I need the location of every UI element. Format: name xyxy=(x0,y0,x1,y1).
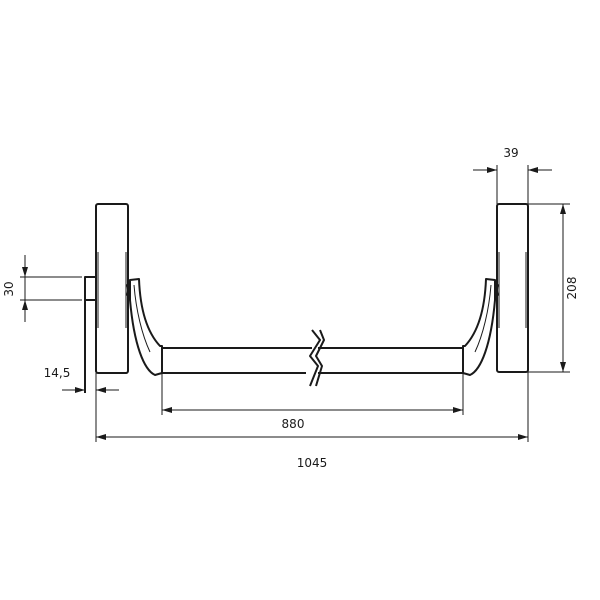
dimension-spindle-height: 30 xyxy=(2,255,82,322)
dim-label-14-5: 14,5 xyxy=(44,366,71,380)
dimension-spindle-offset: 14,5 xyxy=(44,366,119,393)
left-spindle xyxy=(84,276,97,301)
left-end-case xyxy=(84,203,129,393)
dimension-case-height: 208 xyxy=(528,203,579,373)
push-bar xyxy=(162,329,463,387)
dimension-bar-length: 880 xyxy=(161,373,464,431)
dim-label-208: 208 xyxy=(565,277,579,300)
dim-label-1045: 1045 xyxy=(297,456,328,470)
dim-label-39: 39 xyxy=(503,146,518,160)
dimension-case-depth: 39 xyxy=(473,146,552,204)
dim-label-30: 30 xyxy=(2,281,16,296)
dim-label-880: 880 xyxy=(282,417,305,431)
right-end-case xyxy=(496,203,529,373)
dimension-overall-length: 1045 xyxy=(95,372,529,470)
